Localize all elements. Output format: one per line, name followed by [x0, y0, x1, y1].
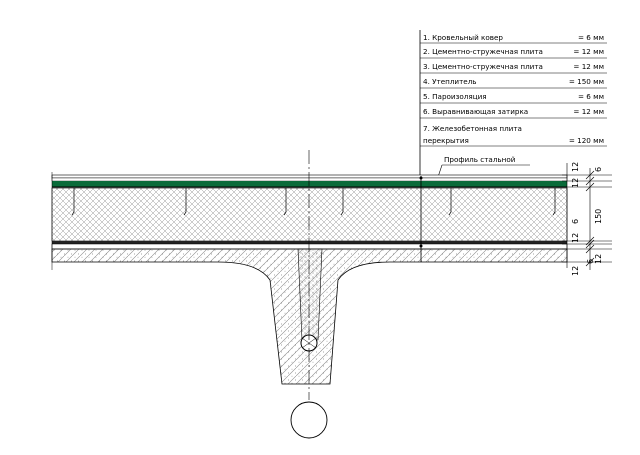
dimension-chain	[562, 163, 612, 270]
dim-label-12: 12	[571, 162, 580, 172]
fastener	[71, 188, 75, 216]
dim-label-12: 12	[571, 233, 580, 243]
dim-label-150: 150	[594, 209, 603, 224]
legend-row-3-label: 3. Цементно-стружечная плита	[423, 62, 543, 71]
dim-slash	[585, 170, 595, 180]
legend-row-6-value: = 12 мм	[573, 107, 604, 116]
cement-board-layer-2	[52, 181, 567, 187]
legend-row-2-label: 2. Цементно-стружечная плита	[423, 47, 543, 56]
dim-slash	[585, 176, 595, 186]
legend-row-1-value: = 6 мм	[578, 33, 604, 42]
profile-node	[419, 244, 423, 248]
roof-layers	[51, 174, 568, 385]
legend-row-7-label-line2: перекрытия	[423, 136, 469, 145]
fastener	[340, 188, 344, 216]
dim-slash	[585, 236, 595, 246]
layer-legend: 1. Кровельный ковер = 6 мм 2. Цементно-с…	[419, 30, 607, 176]
legend-row-5-value: = 6 мм	[578, 92, 604, 101]
leveling-screed-layer	[51, 243, 568, 250]
profile-node	[419, 176, 423, 180]
insulation-layer	[51, 187, 568, 242]
fastener	[448, 188, 452, 216]
dim-slash	[585, 244, 595, 254]
dim-label-12: 12	[571, 266, 580, 276]
dim-label-6: 6	[594, 167, 603, 172]
dim-label-12: 12	[594, 254, 603, 264]
vapor-barrier-layer	[52, 241, 567, 244]
dim-label-12: 12	[571, 178, 580, 188]
grouted-joint	[297, 248, 323, 341]
dim-label-6: 6	[571, 219, 580, 224]
fasteners	[71, 188, 556, 216]
legend-row-7-value: = 120 мм	[569, 136, 604, 145]
legend-row-7-label-line1: 7. Железобетонная плита	[423, 124, 522, 133]
axis-bubble	[290, 401, 328, 439]
dim-slash	[585, 239, 595, 249]
legend-row-6-label: 6. Выравнивающая затирка	[423, 107, 528, 116]
legend-row-3-value: = 12 мм	[573, 62, 604, 71]
fastener	[552, 188, 556, 216]
legend-row-2-value: = 12 мм	[573, 47, 604, 56]
steel-profile-label: Профиль стальной	[444, 155, 516, 164]
dim-slash	[585, 257, 595, 267]
fastener	[183, 188, 187, 216]
dim-label-6: 6	[586, 259, 595, 264]
fastener	[283, 188, 287, 216]
legend-row-1-label: 1. Кровельный ковер	[423, 33, 503, 42]
dim-slash	[585, 182, 595, 192]
roof-membrane-layer	[51, 174, 568, 179]
dimension-labels: 12 6 12 150 6 12 6 12 12	[571, 162, 603, 276]
cement-board-layer-1	[51, 177, 568, 182]
legend-row-4-value: = 150 мм	[569, 77, 604, 86]
legend-row-4-label: 4. Утеплитель	[423, 77, 477, 86]
legend-row-5-label: 5. Пароизоляция	[423, 92, 487, 101]
